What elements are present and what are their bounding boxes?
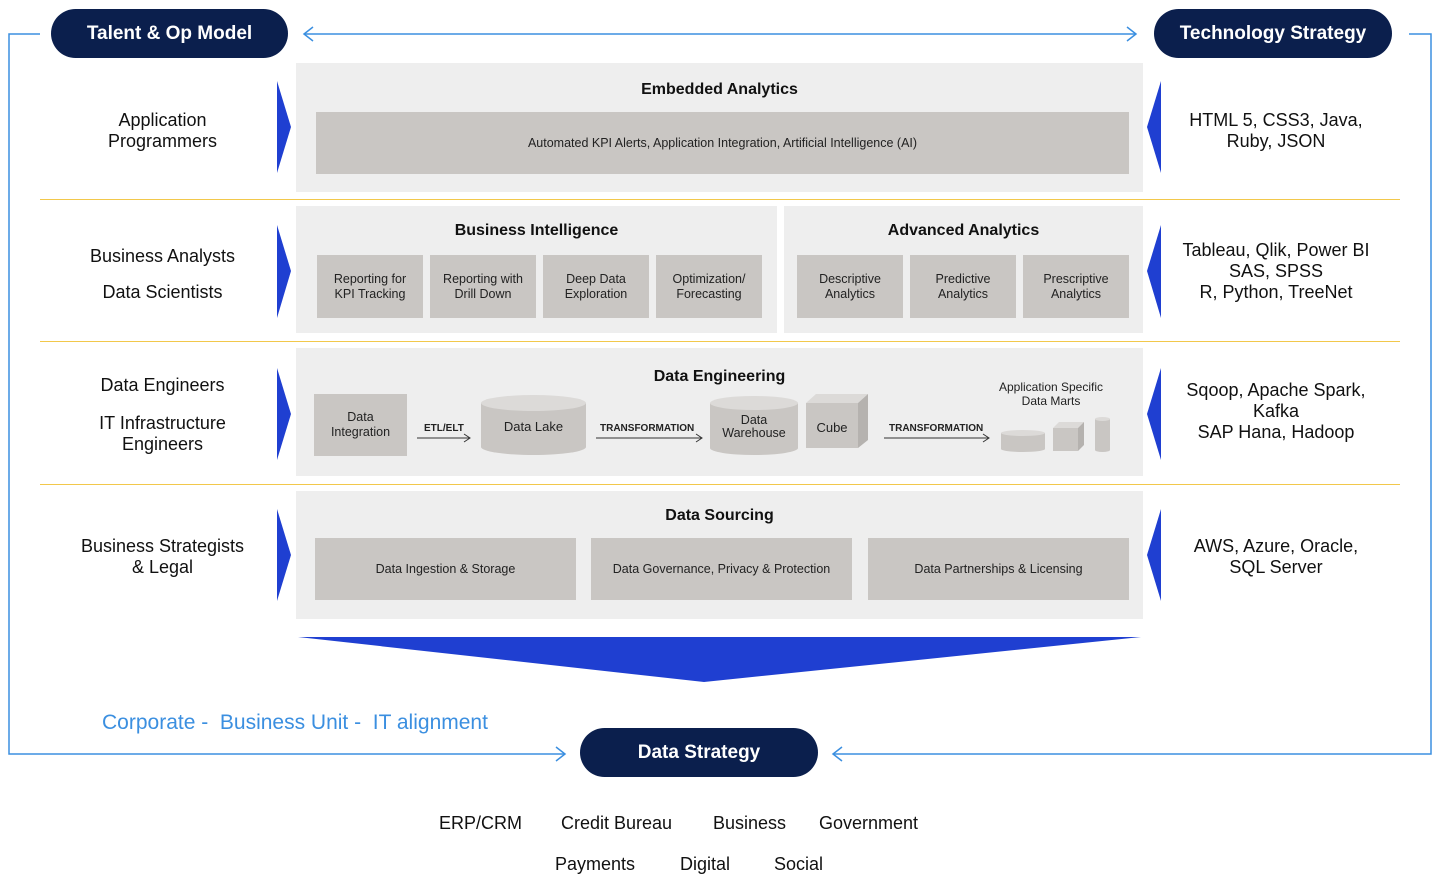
aa-item: Descriptive Analytics <box>797 255 903 318</box>
tech-row4: AWS, Azure, Oracle, SQL Server <box>1193 536 1359 577</box>
advanced-analytics-title: Advanced Analytics <box>887 222 1040 239</box>
source-item: Government <box>819 813 919 833</box>
ds-item: Data Governance, Privacy & Protection <box>591 538 852 600</box>
data-engineering-panel: Data Engineering Data Integration E <box>296 348 1143 476</box>
role-it-infrastructure-engineers: IT Infrastructure Engineers <box>99 413 226 454</box>
transformation-label-2: TRANSFORMATION <box>889 423 984 434</box>
embedded-analytics-panel: Embedded Analytics Automated KPI Alerts,… <box>296 63 1143 192</box>
ds-item: Data Partnerships & Licensing <box>868 538 1129 600</box>
data-sourcing-title: Data Sourcing <box>665 507 774 524</box>
tech-row1: HTML 5, CSS3, Java, Ruby, JSON <box>1189 110 1363 151</box>
business-intelligence-panel: Business Intelligence Reporting for KPI … <box>296 206 777 333</box>
alignment-text: Corporate - Business Unit - IT alignment <box>102 711 488 734</box>
data-marts-label: Application Specific Data Marts <box>998 380 1104 408</box>
de-flow-graphics <box>417 394 1110 455</box>
bi-item: Reporting with Drill Down <box>430 255 536 318</box>
aa-item: Prescriptive Analytics <box>1023 255 1129 318</box>
source-item: Credit Bureau <box>561 813 673 833</box>
cube-label: Cube <box>816 420 848 435</box>
data-engineering-title: Data Engineering <box>653 368 786 385</box>
data-lake-label: Data Lake <box>503 419 564 434</box>
row-separator <box>40 199 1400 200</box>
etl-label: ETL/ELT <box>424 423 464 434</box>
role-business-strategists-legal: Business Strategists & Legal <box>80 536 245 577</box>
data-warehouse-label: Data Warehouse <box>722 413 786 440</box>
row-separator <box>40 341 1400 342</box>
ds-item: Data Ingestion & Storage <box>315 538 576 600</box>
talent-op-model-pill: Talent & Op Model <box>51 9 288 58</box>
source-item: Business <box>713 813 787 833</box>
technology-strategy-pill: Technology Strategy <box>1154 9 1392 58</box>
role-application-programmers: Application Programmers <box>107 110 218 151</box>
bi-item: Optimization/ Forecasting <box>656 255 762 318</box>
data-sourcing-panel: Data Sourcing Data Ingestion & Storage D… <box>296 491 1143 619</box>
data-integration-box: Data Integration <box>314 394 407 456</box>
tech-row3: Sqoop, Apache Spark, Kafka SAP Hana, Had… <box>1186 380 1366 442</box>
transformation-label-1: TRANSFORMATION <box>600 423 695 434</box>
row-separator <box>40 484 1400 485</box>
data-strategy-pill: Data Strategy <box>580 728 818 777</box>
source-item: Social <box>774 854 824 874</box>
bi-item: Reporting for KPI Tracking <box>317 255 423 318</box>
embedded-analytics-box: Automated KPI Alerts, Application Integr… <box>316 112 1129 174</box>
role-data-engineers: Data Engineers <box>100 375 225 395</box>
business-intelligence-title: Business Intelligence <box>454 222 619 239</box>
source-item: Payments <box>555 854 636 874</box>
bi-item: Deep Data Exploration <box>543 255 649 318</box>
role-business-analysts: Business Analysts <box>89 246 236 266</box>
aa-item: Predictive Analytics <box>910 255 1016 318</box>
role-data-scientists: Data Scientists <box>102 282 223 302</box>
advanced-analytics-panel: Advanced Analytics Descriptive Analytics… <box>784 206 1143 333</box>
source-item: Digital <box>680 854 731 874</box>
source-item: ERP/CRM <box>439 813 523 833</box>
embedded-analytics-title: Embedded Analytics <box>641 81 798 98</box>
tech-row2: Tableau, Qlik, Power BI SAS, SPSS R, Pyt… <box>1182 240 1370 302</box>
